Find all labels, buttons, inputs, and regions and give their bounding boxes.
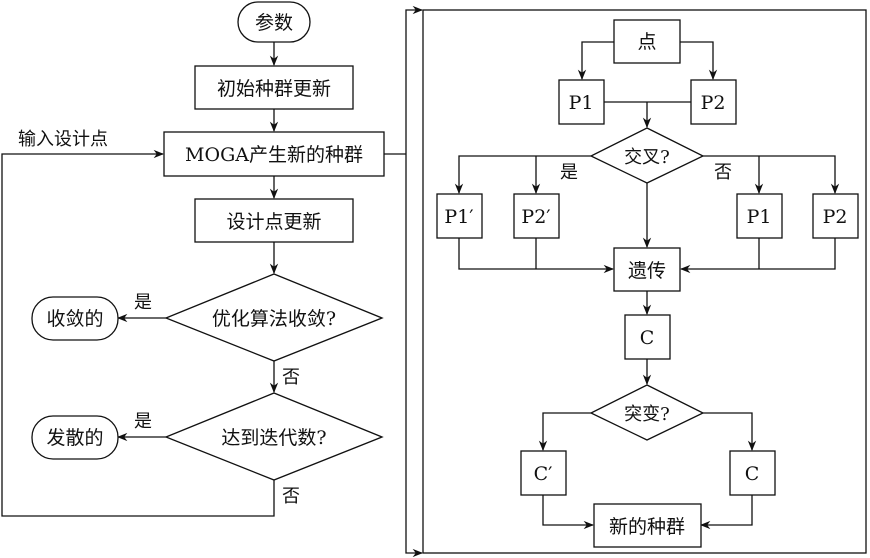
p1-keep-label: P1 [747,206,772,228]
yes-label-iter: 是 [134,411,152,432]
arrow-to-p1-prime [454,155,591,195]
genetic-detail-panel [422,9,867,554]
design-update-box: 设计点更新 [194,198,354,243]
crossover-question: 交叉? [624,147,670,168]
converged-terminal: 收敛的 [31,296,119,341]
point-label: 点 [637,31,656,53]
p2-prime-label: P2′ [521,206,550,228]
no-label-converge: 否 [282,367,300,388]
arrow-c-keep-to-new [699,495,753,530]
arrow-c-prime-to-new [542,495,595,530]
p1-keep-box: P1 [736,193,783,239]
moga-box: MOGA产生新的种群 [163,131,385,177]
p1-box: P1 [558,79,605,125]
arrow-keep-to-genetic [679,238,836,274]
design-update-label: 设计点更新 [226,211,321,233]
iteration-question: 达到迭代数? [221,427,326,449]
c-keep-box: C [729,450,776,496]
crossover-decision: 交叉? [589,127,705,184]
p1-label: P1 [569,92,594,114]
input-design-point-label: 输入设计点 [18,129,108,150]
arrow-prime-to-genetic [458,238,615,274]
arrow-point-to-p2 [680,41,718,81]
c-label: C [640,327,655,349]
c-box: C [624,314,671,360]
init-population-box: 初始种群更新 [194,65,354,110]
yes-label-crossover: 是 [560,162,578,183]
arrow-point-to-p1 [577,41,614,81]
p1-prime-box: P1′ [436,193,483,239]
converge-decision: 优化算法收敛? [164,273,384,362]
feedback-loop-arrow [1,149,275,517]
diverged-label: 发散的 [46,427,103,449]
p2-prime-box: P2′ [513,193,560,239]
iteration-decision: 达到迭代数? [164,392,384,481]
p2-keep-box: P2 [812,193,859,239]
p1-prime-label: P1′ [444,206,473,228]
no-label-crossover: 否 [714,162,732,183]
start-terminal: 参数 [237,1,311,43]
no-label-iter: 否 [282,486,300,507]
arrow-to-c-keep [703,412,757,452]
mutation-question: 突变? [624,404,670,425]
genetic-box: 遗传 [613,247,681,292]
moga-label: MOGA产生新的种群 [185,144,363,166]
mutation-decision: 突变? [589,384,705,441]
diverged-terminal: 发散的 [31,415,119,460]
genetic-label: 遗传 [628,260,666,282]
p2-label: P2 [701,92,726,114]
c-prime-label: C′ [534,463,553,485]
new-population-label: 新的种群 [609,516,685,538]
arrow-to-c-prime [538,412,591,452]
c-keep-label: C [745,463,760,485]
new-population-box: 新的种群 [593,503,702,548]
point-box: 点 [613,19,681,64]
arrow-to-p2-keep [703,155,840,195]
connector-to-panel-top [405,5,424,154]
yes-label-converge: 是 [134,292,152,313]
p2-keep-label: P2 [823,206,848,228]
start-label: 参数 [255,12,293,34]
c-prime-box: C′ [520,450,567,496]
connector-to-panel-bottom [405,154,424,558]
init-population-label: 初始种群更新 [217,78,331,100]
converged-label: 收敛的 [46,308,103,330]
p2-box: P2 [690,79,737,125]
converge-question: 优化算法收敛? [212,308,336,330]
